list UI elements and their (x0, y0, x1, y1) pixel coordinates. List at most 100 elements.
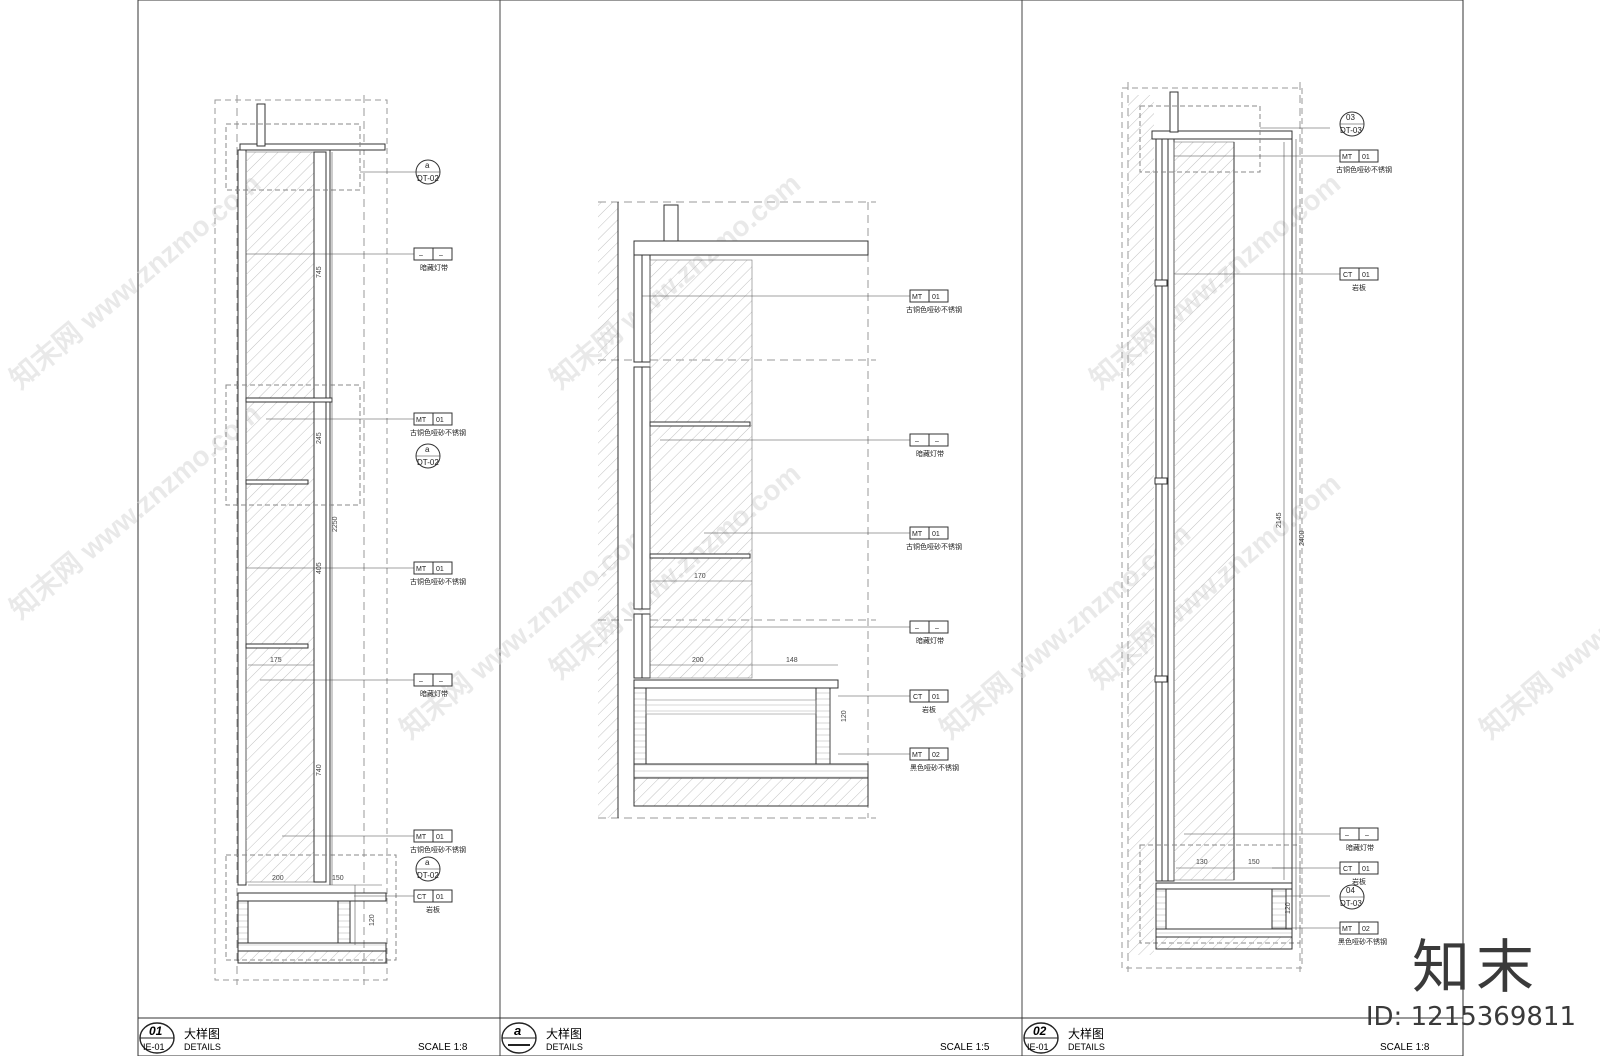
svg-text:02: 02 (932, 752, 940, 759)
panel-a-leaders (642, 295, 910, 755)
title-en: DETAILS (546, 1042, 583, 1052)
callout-code: a (425, 858, 430, 867)
svg-text:01: 01 (932, 294, 940, 301)
brand-id: ID: 1215369811 (1365, 1002, 1576, 1032)
material-tag: MT 01 古铜色哑砂不锈钢 (410, 561, 466, 586)
svg-text:02: 02 (1362, 926, 1370, 933)
svg-text:CT: CT (1343, 272, 1353, 279)
tag-desc: 暗藏灯带 (420, 263, 448, 272)
tag-desc: 黑色哑砂不锈钢 (1338, 937, 1387, 946)
material-tag: – – 暗藏灯带 (909, 433, 949, 458)
title-badge-number: 01 (149, 1024, 163, 1038)
tag-desc: 暗藏灯带 (420, 689, 448, 698)
svg-text:–: – (439, 678, 443, 685)
material-tag: MT 01 古铜色哑砂不锈钢 (410, 412, 466, 437)
svg-text:01: 01 (436, 417, 444, 424)
svg-text:–: – (419, 678, 423, 685)
title-scale: SCALE 1:8 (418, 1042, 468, 1053)
callout-sheet: DT-02 (417, 174, 439, 183)
panel-a-tags: MT 01 古铜色哑砂不锈钢 – – 暗藏灯带 MT 01 古铜色哑砂不锈钢 –… (906, 289, 962, 772)
title-block-02: 02 IE-01 大样图 DETAILS SCALE 1:8 (1023, 1022, 1430, 1054)
dim-text: 745 (316, 266, 323, 278)
callout-sheet: DT-03 (1340, 899, 1362, 908)
svg-text:CT: CT (913, 694, 923, 701)
material-tag: – – 暗藏灯带 (413, 673, 453, 698)
watermark-9: 知末网 www.znzmo.com (1473, 517, 1600, 745)
dim-text: 2400 (1299, 530, 1306, 546)
material-tag: CT 01 岩板 (909, 689, 949, 714)
dim-text: 150 (332, 875, 344, 882)
svg-text:CT: CT (417, 894, 427, 901)
tag-desc: 古铜色哑砂不锈钢 (906, 305, 962, 314)
material-tag: – – 暗藏灯带 (909, 620, 949, 645)
title-cn: 大样图 (546, 1026, 582, 1041)
svg-text:01: 01 (932, 531, 940, 538)
panel-01-callouts: a DT-02 a DT-02 a DT-02 (415, 159, 441, 882)
svg-text:–: – (1365, 832, 1369, 839)
tag-desc: 古铜色哑砂不锈钢 (410, 577, 466, 586)
tag-desc: 暗藏灯带 (916, 449, 944, 458)
dim-text: 200 (692, 657, 704, 664)
tag-desc: 岩板 (1352, 877, 1366, 886)
dim-text: 2250 (332, 516, 339, 532)
dim-text: 175 (270, 657, 282, 664)
title-badge-number: 02 (1033, 1024, 1047, 1038)
panel-01-leaders (246, 171, 416, 897)
svg-text:–: – (915, 625, 919, 632)
tag-desc: 古铜色哑砂不锈钢 (410, 845, 466, 854)
svg-text:01: 01 (436, 834, 444, 841)
material-tag: MT 02 黑色哑砂不锈钢 (909, 747, 959, 772)
panel-02-dimensions: 2145 2400 130 150 120 (1196, 512, 1306, 914)
callout-code: 03 (1346, 113, 1355, 122)
panel-02-tags: MT 01 古铜色哑砂不锈钢 CT 01 岩板 – – 暗藏灯带 CT 01 岩… (1336, 149, 1392, 946)
title-cn: 大样图 (184, 1026, 220, 1041)
material-tag: MT 01 古铜色哑砂不锈钢 (906, 526, 962, 551)
dim-text: 200 (272, 875, 284, 882)
callout-code: 04 (1346, 886, 1355, 895)
material-tag: – – 暗藏灯带 (1339, 827, 1379, 852)
title-badge-number: a (514, 1023, 521, 1038)
material-tag: MT 01 古铜色哑砂不锈钢 (1336, 149, 1392, 174)
title-block-01: 01 IE-01 大样图 DETAILS SCALE 1:8 (139, 1022, 468, 1054)
svg-text:MT: MT (912, 294, 923, 301)
dim-text: 130 (1196, 859, 1208, 866)
dim-text: 740 (316, 764, 323, 776)
svg-text:MT: MT (416, 834, 427, 841)
svg-text:MT: MT (1342, 926, 1353, 933)
dim-text: 170 (694, 573, 706, 580)
svg-text:–: – (439, 252, 443, 259)
callout-sheet: DT-02 (417, 458, 439, 467)
sheet-border (137, 0, 1464, 1056)
tag-desc: 古铜色哑砂不锈钢 (410, 428, 466, 437)
svg-text:–: – (1345, 832, 1349, 839)
tag-desc: 岩板 (426, 905, 440, 914)
title-en: DETAILS (1068, 1042, 1105, 1052)
dim-text: 150 (1248, 859, 1260, 866)
callout-sheet: DT-02 (417, 871, 439, 880)
material-tag: CT 01 岩板 (1339, 267, 1379, 292)
tag-desc: 暗藏灯带 (1346, 843, 1374, 852)
material-tag: MT 01 古铜色哑砂不锈钢 (906, 289, 962, 314)
svg-text:CT: CT (1343, 866, 1353, 873)
watermark-2: 知末网 www.znzmo.com (3, 397, 266, 625)
callout-code: a (425, 445, 430, 454)
tag-desc: 古铜色哑砂不锈钢 (906, 542, 962, 551)
panel-a-dimensions: 170 200 148 120 (692, 573, 848, 722)
title-scale: SCALE 1:5 (940, 1042, 990, 1053)
tag-desc: 古铜色哑砂不锈钢 (1336, 165, 1392, 174)
material-tag: CT 01 岩板 (1339, 861, 1379, 886)
svg-text:01: 01 (436, 566, 444, 573)
tag-desc: 岩板 (922, 705, 936, 714)
svg-text:–: – (935, 625, 939, 632)
brand-logo-text: 知末 (1411, 933, 1540, 1001)
panel-02-callouts: 03 DT-03 04 DT-03 (1339, 111, 1365, 910)
panel-01-drawing (214, 95, 397, 985)
title-en: DETAILS (184, 1042, 221, 1052)
title-block-a: a 大样图 DETAILS SCALE 1:5 (501, 1022, 990, 1054)
svg-text:01: 01 (1362, 272, 1370, 279)
svg-text:MT: MT (912, 752, 923, 759)
title-badge-sheet: IE-01 (143, 1042, 165, 1052)
dim-text: 120 (369, 914, 376, 926)
watermark-1: 知末网 www.znzmo.com (3, 167, 266, 395)
